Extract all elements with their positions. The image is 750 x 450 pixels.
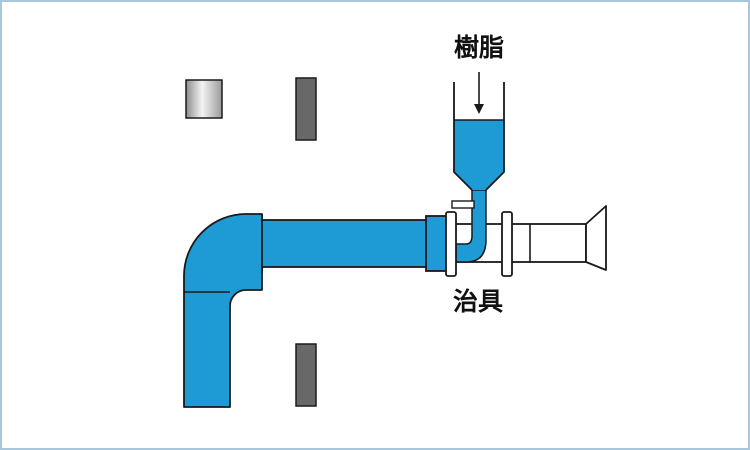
nozzle-plate <box>451 200 475 209</box>
down-arrow-icon <box>474 72 484 114</box>
pipe-coupling <box>425 215 447 272</box>
resin-label: 樹脂 <box>454 33 504 62</box>
jig-label: 治具 <box>453 287 503 316</box>
jig-funnel <box>585 205 607 271</box>
pipe-horizontal <box>261 219 429 268</box>
rod-upper <box>295 77 317 141</box>
pipe-elbow <box>183 213 263 408</box>
flange-right <box>501 211 513 277</box>
rod-lower <box>295 343 317 407</box>
resin-hopper-outline <box>453 82 505 191</box>
resin-hopper-liquid <box>454 120 504 190</box>
flange-left <box>445 211 457 277</box>
metal-cylinder <box>185 79 223 119</box>
